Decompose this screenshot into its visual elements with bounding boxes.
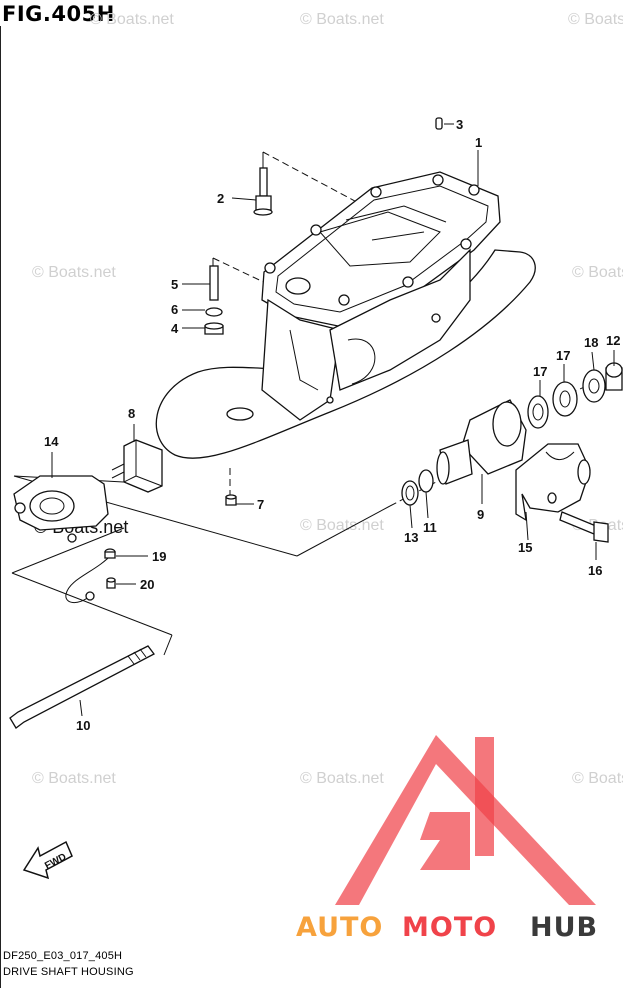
callout-leaders [51, 123, 615, 717]
callout-7: 7 [257, 497, 264, 512]
callout-18: 18 [584, 335, 598, 350]
mount-rubber-9 [401, 399, 527, 506]
section-name: DRIVE SHAFT HOUSING [3, 966, 134, 978]
washer-17a [527, 395, 549, 429]
fasteners [204, 117, 443, 506]
callout-10: 10 [76, 718, 90, 733]
drive-shaft-housing [155, 171, 536, 459]
callout-9: 9 [477, 507, 484, 522]
callout-1: 1 [475, 135, 482, 150]
figure-title: FIG.405H [2, 2, 115, 26]
callout-4: 4 [171, 321, 179, 336]
mount-bracket-14 [13, 475, 109, 543]
watermark: © Boats.net [300, 11, 384, 28]
callout-5: 5 [171, 277, 178, 292]
stud-5 [209, 265, 219, 301]
logo-text-auto: AUTO [296, 912, 383, 943]
bolt-2 [259, 167, 268, 197]
left-border-line [0, 26, 1, 988]
logo-inner-mark [420, 812, 470, 870]
callout-12: 12 [606, 333, 620, 348]
callout-6: 6 [171, 302, 178, 317]
watermark: © Boats.net [32, 264, 116, 281]
dowel-pin-3 [435, 117, 443, 130]
callout-14: 14 [44, 434, 59, 449]
callout-3: 3 [456, 117, 463, 132]
watermark: © Boats.net [568, 11, 623, 28]
watermark: © Boats.net [572, 264, 623, 281]
washer-11 [418, 469, 434, 493]
callout-16: 16 [588, 563, 602, 578]
callout-11: 11 [423, 520, 437, 535]
fwd-arrow-icon [22, 840, 73, 880]
automotohub-logo: AUTO MOTO HUB [296, 735, 598, 943]
callout-19: 19 [152, 549, 166, 564]
watermark: © Boats.net [32, 770, 116, 787]
callout-17a: 17 [533, 364, 547, 379]
drawing-code: DF250_E03_017_405H [3, 950, 123, 962]
callout-20: 20 [140, 577, 154, 592]
logo-triangle-outer [335, 735, 596, 905]
washer-6 [205, 307, 223, 317]
watermark: © Boats.net [300, 770, 384, 787]
wire-assembly [65, 548, 116, 603]
callout-13: 13 [404, 530, 418, 545]
connector-bracket-8 [111, 439, 163, 493]
watermark: © Boats.net [300, 517, 384, 534]
callout-17b: 17 [556, 348, 570, 363]
logo-bar [475, 737, 494, 856]
callouts: 3 1 2 5 6 4 7 8 14 9 11 13 12 18 17 17 1… [44, 117, 620, 733]
logo-text-hub: HUB [530, 912, 598, 943]
fwd-arrow: FWD [22, 840, 73, 880]
watermark: © Boats.net [90, 11, 174, 28]
washer-13 [401, 480, 419, 506]
washer-17b [552, 381, 578, 417]
watermark: © Boats.net [572, 770, 623, 787]
stud-bolt-10 [9, 645, 155, 729]
logo-text-moto: MOTO [402, 912, 497, 943]
callout-2: 2 [217, 191, 224, 206]
washer-18 [582, 369, 606, 403]
mount-bracket-15 [515, 443, 609, 543]
callout-8: 8 [128, 406, 135, 421]
callout-15: 15 [518, 540, 532, 555]
